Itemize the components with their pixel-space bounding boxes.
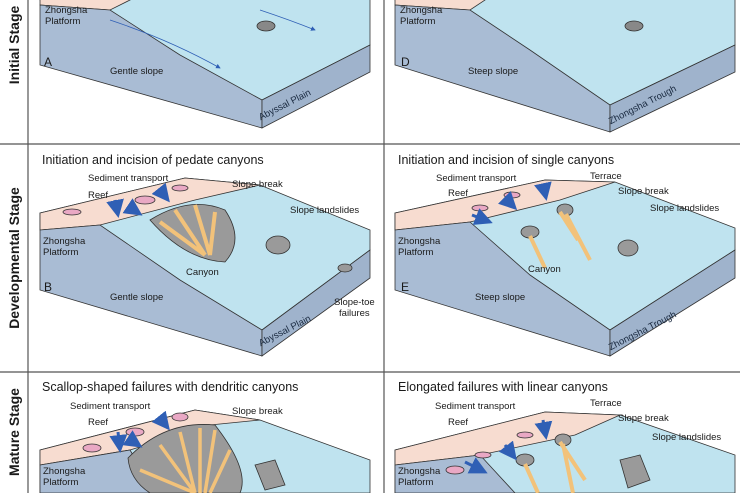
block-F [394,411,736,493]
panel-letter-B: B [44,280,53,294]
label-sediment-E: Sediment transport [436,173,517,184]
label-platform-F: Zhongsha Platform [398,466,441,488]
stage-label-mature: Mature Stage [6,388,22,476]
label-platform-E: Zhongsha Platform [398,236,441,258]
label-sediment-B: Sediment transport [88,173,169,184]
stage-label-developmental: Developmental Stage [6,187,22,329]
label-reef-B: Reef [88,190,109,201]
label-slope-B: Gentle slope [110,292,164,303]
block-C [39,409,371,493]
block-A [39,0,371,129]
block-D [394,0,736,133]
label-slope-break-F: Slope break [618,413,669,424]
label-slope-A: Gentle slope [110,66,164,77]
label-platform-B: Zhongsha Platform [43,236,86,258]
label-reef-F: Reef [448,417,469,428]
label-slope-break-C: Slope break [232,406,283,417]
panel-letter-E: E [401,280,410,294]
label-terrace-E: Terrace [590,171,622,182]
stage-label-initial: Initial Stage [6,5,22,85]
label-landslides-F: Slope landslides [652,432,722,443]
panel-letter-D: D [401,55,410,69]
label-terrace-F: Terrace [590,398,622,409]
label-platform-D: Zhongsha Platform [400,5,443,27]
panel-title-B: Initiation and incision of pedate canyon… [42,153,264,167]
label-landslides-B: Slope landslides [290,205,360,216]
label-sediment-F: Sediment transport [435,401,516,412]
panel-title-F: Elongated failures with linear canyons [398,380,608,394]
block-B [39,177,371,357]
label-canyon-E: Canyon [528,264,561,275]
label-slope-break-B: Slope break [232,179,283,190]
label-slope-E: Steep slope [475,292,526,303]
block-E [394,179,736,357]
panel-letter-A: A [44,55,53,69]
label-slope-break-E: Slope break [618,186,669,197]
label-sediment-C: Sediment transport [70,401,151,412]
label-landslides-E: Slope landslides [650,203,720,214]
panel-title-C: Scallop-shaped failures with dendritic c… [42,380,299,394]
label-reef-C: Reef [88,417,109,428]
label-canyon-B: Canyon [186,267,219,278]
label-reef-E: Reef [448,188,469,199]
label-platform-C: Zhongsha Platform [43,466,86,488]
label-toe-failures-B: Slope-toe failures [334,297,375,319]
label-slope-D: Steep slope [468,66,519,77]
label-platform-A: Zhongsha Platform [45,5,88,27]
panel-title-E: Initiation and incision of single canyon… [398,153,615,167]
